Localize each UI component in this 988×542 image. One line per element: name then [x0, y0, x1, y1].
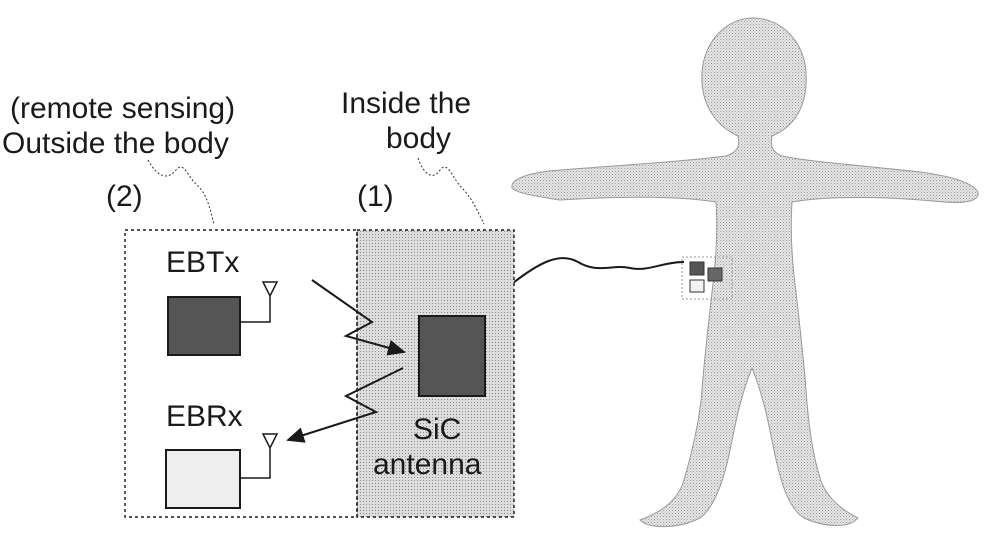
marker-inside: (1) [357, 180, 394, 213]
human-figure-silhouette [511, 17, 979, 528]
inside-label-leader [417, 157, 485, 225]
outside-label-line2: Outside the body [2, 127, 229, 160]
receiver-block [165, 449, 241, 509]
receiver-label: EBRx [166, 400, 243, 433]
transmitter-label: EBTx [166, 246, 239, 279]
sic-antenna-label-line1: SiC [413, 413, 461, 446]
implant-device [681, 256, 733, 300]
outside-label-line1: (remote sensing) [10, 92, 235, 125]
sic-antenna-block [418, 315, 486, 397]
transmitter-block [167, 296, 241, 356]
outside-label-leader [147, 159, 215, 225]
marker-outside: (2) [106, 180, 143, 213]
rx-signal-arrow [286, 367, 404, 443]
inside-label-line2: body [386, 122, 451, 155]
human-figure [511, 17, 979, 528]
implant-connector-line [512, 257, 685, 284]
implant-chip-2 [707, 267, 723, 282]
receiver-antenna-icon [240, 433, 279, 479]
implant-chip-1 [689, 261, 705, 276]
transmitter-antenna-icon [240, 281, 279, 323]
tx-signal-arrow [311, 279, 406, 356]
implant-chip-3 [689, 279, 705, 293]
outside-body-region [124, 229, 358, 518]
implant-frame [681, 256, 733, 300]
sic-antenna-label-line2: antenna [373, 448, 482, 481]
inside-label-line1: Inside the [341, 87, 471, 120]
